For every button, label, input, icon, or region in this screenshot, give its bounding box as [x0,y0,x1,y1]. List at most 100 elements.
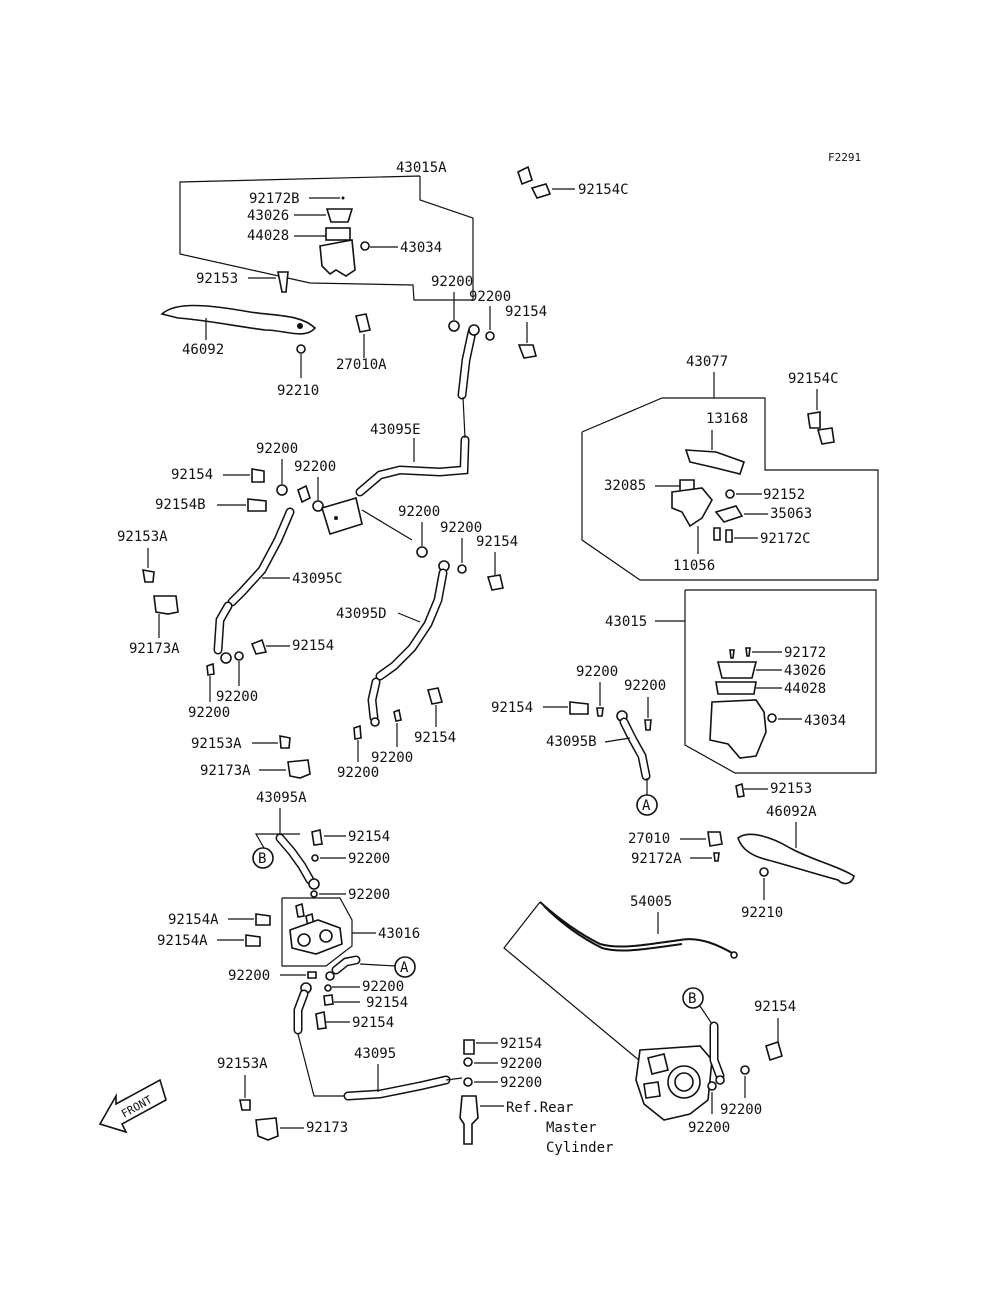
hose-43095B [616,710,651,781]
label-35063: 35063 [770,506,812,522]
label-92153A-b: 92153A [191,736,242,752]
front-arrow: FRONT [98,1078,167,1134]
label-43095: 43095 [354,1046,396,1062]
label-92154C-right: 92154C [788,371,839,387]
label-92200-o: 92200 [228,968,270,984]
label-92154-k: 92154 [500,1036,542,1052]
kit-43015A: 43015A 92172B 43026 44028 43034 [179,160,474,301]
master-cylinder-43015-part [709,699,767,759]
label-43095B: 43095B [546,734,597,750]
label-92210-top: 92210 [277,383,319,399]
label-92200-j: 92200 [337,765,379,781]
label-92200-s: 92200 [688,1120,730,1136]
label-44028-top: 44028 [247,228,289,244]
label-92153-right: 92153 [770,781,812,797]
diaphragm-43026-part [716,661,758,679]
label-92200-k: 92200 [576,664,618,680]
clamp-92173-part [255,1117,279,1141]
label-92200-t: 92200 [720,1102,762,1118]
label-92154A-a: 92154A [168,912,219,928]
bracket-13168-part [684,449,746,475]
label-92172: 92172 [784,645,826,661]
label-92200-g: 92200 [216,689,258,705]
hose-43095A [275,833,320,890]
brake-lever-46092A-part [737,833,855,885]
label-92210-right: 92210 [741,905,783,921]
hose-43095E [355,324,480,497]
label-92200-m: 92200 [348,851,390,867]
label-43077: 43077 [686,354,728,370]
label-92153A-a: 92153A [117,529,168,545]
label-92200-f: 92200 [440,520,482,536]
label-92200-h: 92200 [188,705,230,721]
hose-b-right [709,1021,725,1085]
label-44028-right: 44028 [784,681,826,697]
pivot-bolt-part [277,271,289,293]
kit-43077: 43077 13168 32085 92152 35063 92172C 110… [581,354,879,581]
label-92154A-b: 92154A [157,933,208,949]
label-92200-q: 92200 [500,1056,542,1072]
label-ref-rear: Ref.Rear [506,1100,573,1116]
label-92152: 92152 [763,487,805,503]
label-92173A-b: 92173A [200,763,251,779]
label-92200-p: 92200 [362,979,404,995]
label-46092A: 46092A [766,804,817,820]
label-27010: 27010 [628,831,670,847]
label-92172B: 92172B [249,191,300,207]
label-92153-top: 92153 [196,271,238,287]
label-92200-i: 92200 [371,750,413,766]
rear-master-cylinder-part [459,1095,479,1145]
bolts-92154C-top: 92154C [517,165,629,199]
label-92154-c: 92154 [292,638,334,654]
holder-11056-part [671,487,713,528]
label-43034-right: 43034 [804,713,846,729]
label-43016: 43016 [378,926,420,942]
label-92154-a: 92154 [505,304,547,320]
label-92154B: 92154B [155,497,206,513]
label-92153A-c: 92153A [217,1056,268,1072]
brake-lever-46092-part [160,304,317,335]
label-92154-j: 92154 [754,999,796,1015]
diaphragm-plate-part [325,208,354,223]
label-92154-e: 92154 [414,730,456,746]
label-92200-d: 92200 [294,459,336,475]
kit-43015: 43015 92172 43026 44028 43034 [605,589,877,774]
label-43095E: 43095E [370,422,421,438]
hose-43095 [293,982,463,1101]
label-master: Master [546,1120,597,1136]
label-54005: 54005 [630,894,672,910]
label-92200-l: 92200 [624,678,666,694]
connector-a-top [636,794,658,816]
brake-joint-43016-part [289,919,343,955]
label-92172C: 92172C [760,531,811,547]
label-cylinder: Cylinder [546,1140,613,1156]
label-43015: 43015 [605,614,647,630]
caliper-assembly [635,1045,713,1121]
label-92200-r: 92200 [500,1075,542,1091]
label-92200-a: 92200 [431,274,473,290]
label-43034-top: 43034 [400,240,442,256]
connector-a-lower-label: A [400,960,409,976]
label-92154-b: 92154 [171,467,213,483]
connector-b-right-label: B [688,991,696,1007]
figure-id: F2291 [828,151,861,164]
label-92154-g: 92154 [348,829,390,845]
label-43015A: 43015A [396,160,447,176]
label-92200-e: 92200 [398,504,440,520]
connector-a-top-label: A [642,798,651,814]
hose-43095D [367,560,450,727]
label-27010A: 27010A [336,357,387,373]
brake-joint-part [320,496,363,536]
hose-to-a [325,955,361,981]
label-92154-d: 92154 [476,534,518,550]
label-92154-i: 92154 [352,1015,394,1031]
connector-b-left-label: B [258,851,266,867]
hose-43095C [213,507,295,664]
label-92154C-top: 92154C [578,182,629,198]
label-92200-b: 92200 [469,289,511,305]
connector-b-right [682,987,704,1009]
cap-44028-part [715,681,757,695]
switch-27010A-part [355,313,371,333]
master-cylinder-part [319,239,356,277]
